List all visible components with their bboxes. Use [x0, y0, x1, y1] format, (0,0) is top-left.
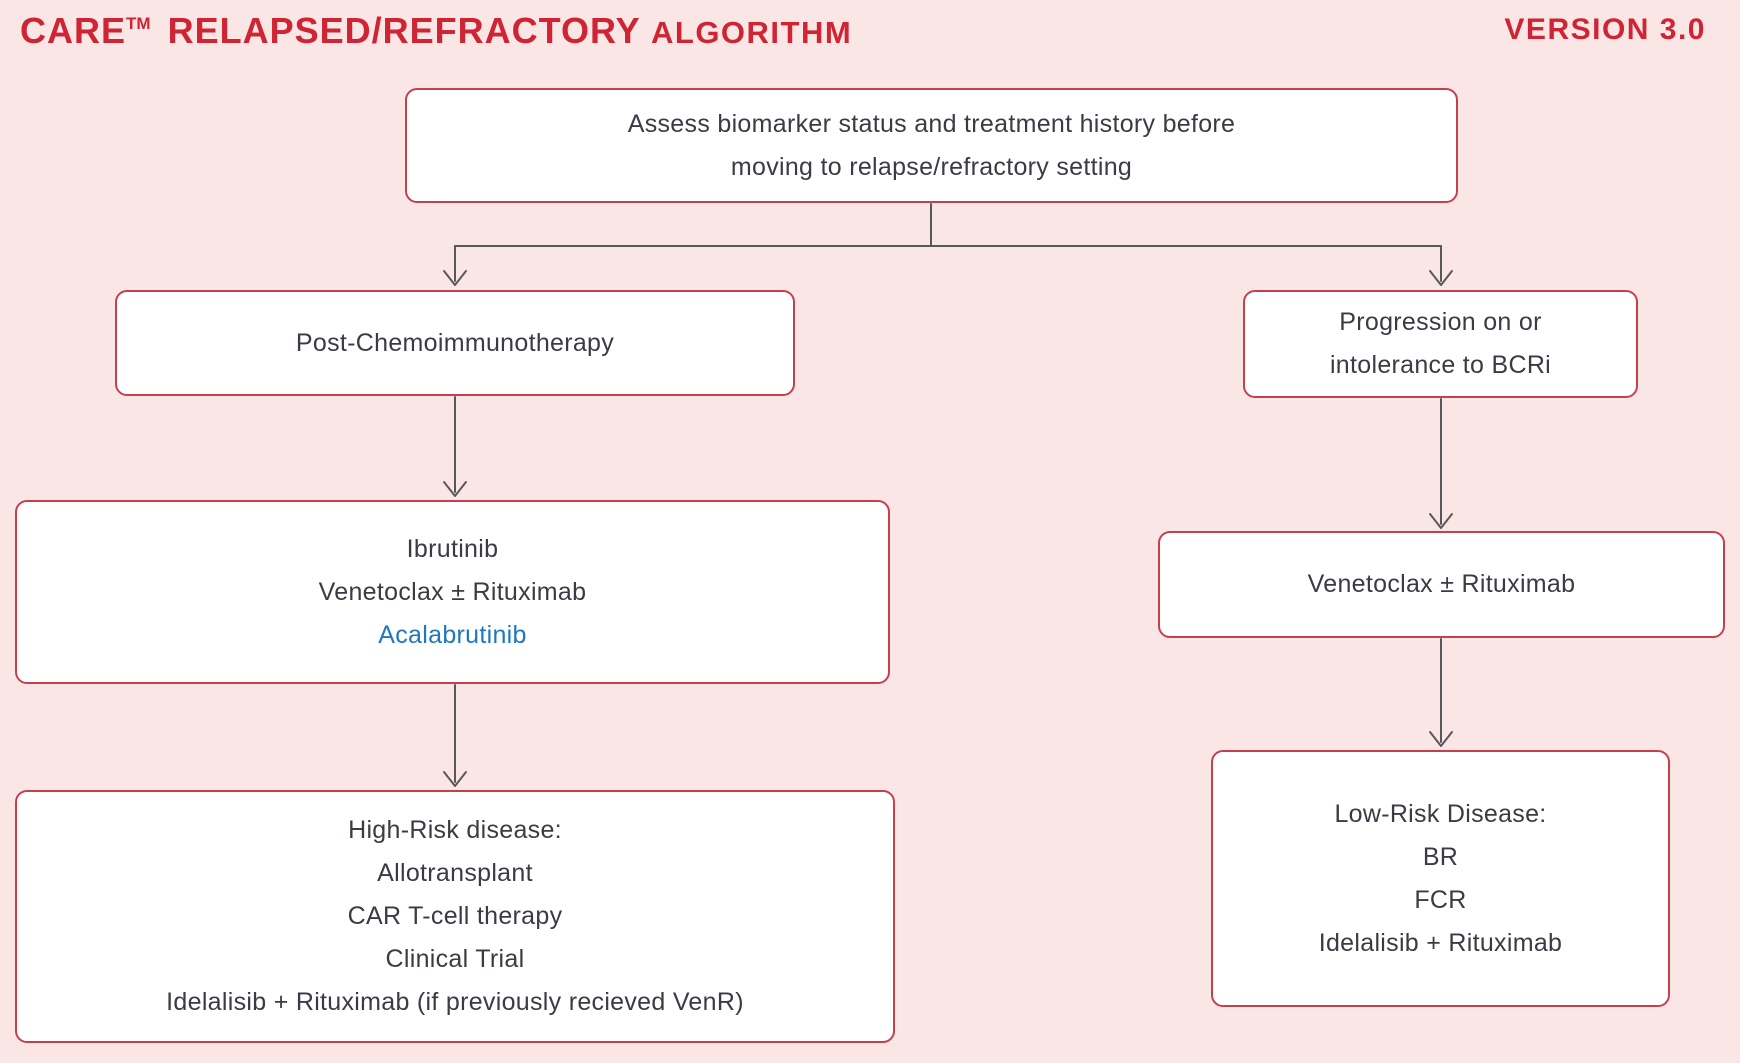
page-title: CARETM RELAPSED/REFRACTORY ALGORITHM [20, 10, 852, 52]
brand-name: CARE [20, 10, 127, 51]
trademark-symbol: TM [126, 14, 151, 33]
node-progression-bcri: Progression on or intolerance to BCRi [1243, 290, 1638, 398]
arrow-to-progression [1429, 245, 1453, 286]
connector-assess-split [454, 203, 1442, 247]
node-text-line: Progression on or [1339, 308, 1542, 336]
arrow-post-chemo-to-treatments [443, 396, 467, 497]
node-text-line: High-Risk disease: [348, 816, 562, 844]
node-low-risk-disease: Low-Risk Disease: BR FCR Idelalisib + Ri… [1211, 750, 1670, 1007]
node-venetoclax-rituximab: Venetoclax ± Rituximab [1158, 531, 1725, 638]
node-post-chemoimmunotherapy: Post-Chemoimmunotherapy [115, 290, 795, 396]
node-text-line: Ibrutinib [406, 534, 499, 563]
subtitle-text: ALGORITHM [651, 15, 853, 50]
header: CARETM RELAPSED/REFRACTORY ALGORITHM VER… [20, 10, 1706, 52]
node-post-chemo-treatments: Ibrutinib Venetoclax ± Rituximab Acalabr… [15, 500, 890, 684]
title-text: RELAPSED/REFRACTORY [167, 10, 640, 51]
node-text-line: Low-Risk Disease: [1334, 799, 1547, 828]
node-text-line: moving to relapse/refractory setting [730, 152, 1133, 181]
node-text-line: intolerance to BCRi [1329, 351, 1552, 379]
node-text-line: Clinical Trial [385, 945, 525, 973]
node-text-line: Allotransplant [377, 859, 533, 887]
node-text-line: Assess biomarker status and treatment hi… [627, 109, 1236, 138]
arrow-venetoclax-to-low-risk [1429, 638, 1453, 747]
node-text-line: Idelalisib + Rituximab (if previously re… [166, 988, 744, 1016]
node-text-line: BR [1422, 842, 1459, 871]
version-label: VERSION 3.0 [1504, 13, 1706, 46]
node-assess-biomarker: Assess biomarker status and treatment hi… [405, 88, 1458, 203]
node-text-line: Idelalisib + Rituximab [1318, 928, 1563, 957]
highlighted-drug-acalabrutinib: Acalabrutinib [378, 620, 527, 649]
node-high-risk-disease: High-Risk disease: Allotransplant CAR T-… [15, 790, 895, 1043]
arrow-treatments-to-high-risk [443, 684, 467, 787]
node-text-line: CAR T-cell therapy [347, 902, 563, 930]
node-text-line: Venetoclax ± Rituximab [318, 577, 587, 606]
node-text-line: FCR [1414, 885, 1467, 914]
arrow-to-post-chemo [443, 245, 467, 286]
arrow-progression-to-venetoclax [1429, 398, 1453, 529]
node-text-line: Venetoclax ± Rituximab [1307, 570, 1576, 598]
node-text-line: Post-Chemoimmunotherapy [295, 328, 615, 357]
